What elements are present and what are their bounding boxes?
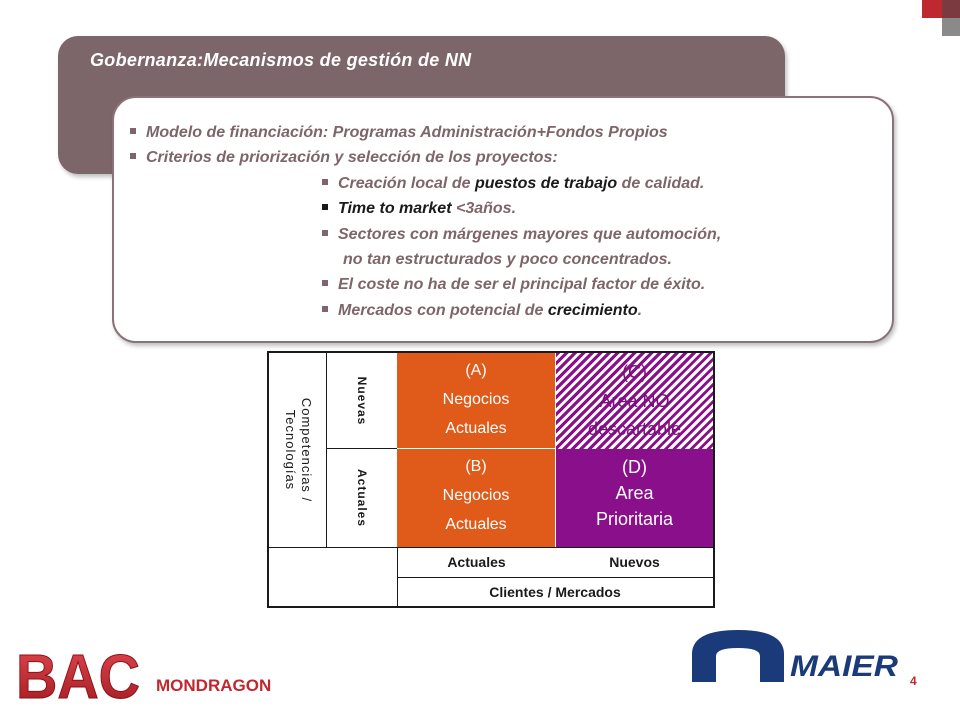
bullet-financing: Modelo de financiación: Programas Admini… (130, 124, 668, 142)
criteria-panel (112, 96, 894, 343)
quadrant-b: (B) Negocios Actuales (397, 449, 556, 547)
corner-square-gray (942, 18, 960, 36)
bullet-square-icon (322, 204, 328, 210)
bullet-square-icon (322, 306, 328, 312)
bullet-criteria: Criterios de priorización y selección de… (130, 149, 558, 167)
col-label-nuevos: Nuevos (609, 554, 660, 570)
bullet-square-icon (130, 128, 136, 134)
y-axis-label: Competencias / Tecnologías (282, 397, 314, 503)
bullet-square-icon (322, 179, 328, 185)
col-label-actuales: Actuales (447, 554, 506, 570)
bac-logo-mark: BAC (16, 643, 141, 713)
bullet-square-icon (322, 280, 328, 286)
quadrant-c: (C) Area NO descartable (556, 353, 713, 449)
quadrant-a: (A) Negocios Actuales (397, 353, 556, 449)
page-number: 4 (910, 674, 917, 688)
corner-square-maroon (942, 0, 960, 18)
bullet-square-icon (130, 153, 136, 159)
row-label-nuevas: Nuevas (355, 376, 369, 425)
corner-square-red (922, 0, 942, 18)
portfolio-matrix: Competencias / Tecnologías Nuevas Actual… (267, 351, 715, 608)
sub-bullet-time-to-market: Time to market <3años. (322, 200, 516, 218)
sub-bullet-sectors-cont: no tan estructurados y poco concentrados… (343, 251, 672, 268)
svg-text:MAIER: MAIER (790, 650, 898, 683)
maier-logo: MAIER (690, 626, 902, 684)
slide-title: Gobernanza:Mecanismos de gestión de NN (90, 50, 472, 70)
row-label-actuales: Actuales (355, 468, 369, 528)
divider-line (397, 547, 398, 606)
divider-line (397, 577, 713, 578)
sub-bullet-jobs: Creación local de puestos de trabajo de … (322, 175, 704, 193)
quadrant-d: (D) Area Prioritaria (556, 449, 713, 547)
row-label-nuevas-cell: Nuevas (327, 353, 397, 449)
row-label-actuales-cell: Actuales (327, 449, 397, 547)
divider-line (269, 547, 713, 548)
maier-logo-icon: MAIER (692, 630, 898, 683)
org-name: MONDRAGON (156, 676, 272, 695)
y-axis-label-cell: Competencias / Tecnologías (269, 353, 327, 547)
svg-text:BAC: BAC (16, 643, 140, 706)
sub-bullet-markets: Mercados con potencial de crecimiento. (322, 302, 642, 320)
sub-bullet-cost: El coste no ha de ser el principal facto… (322, 276, 705, 294)
bac-logo: BAC (14, 640, 144, 713)
sub-bullet-sectors: Sectores con márgenes mayores que automo… (322, 226, 721, 244)
x-axis-label: Clientes / Mercados (489, 584, 621, 600)
bullet-square-icon (322, 230, 328, 236)
